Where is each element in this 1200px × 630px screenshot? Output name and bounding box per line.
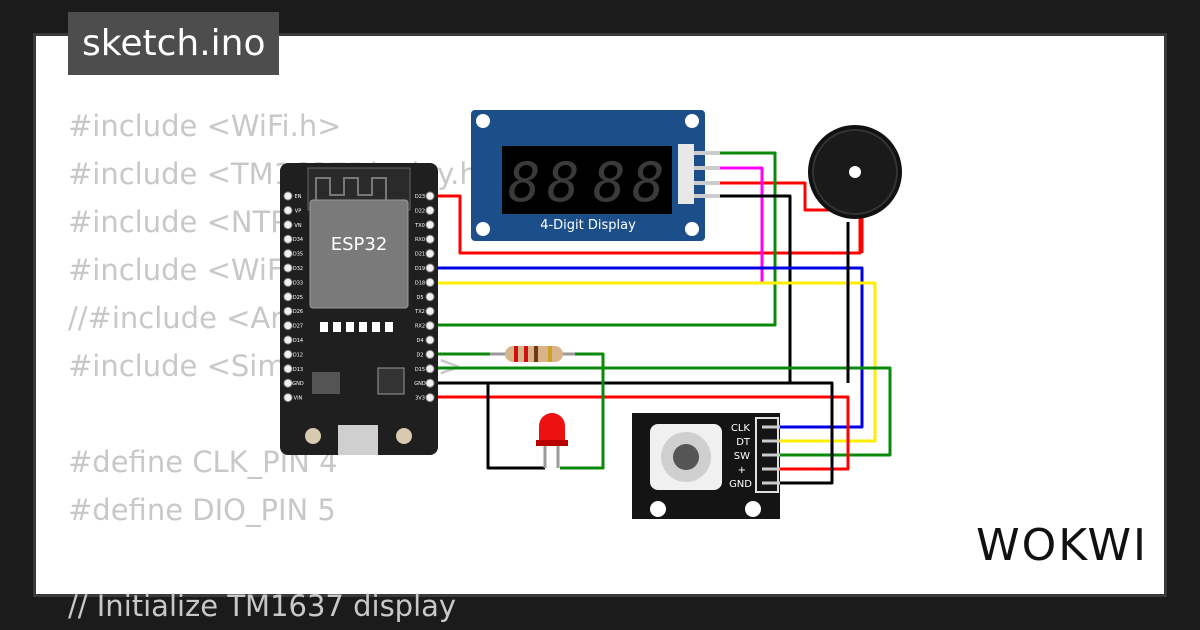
esp32-left-pin-hole[interactable] [283, 378, 293, 388]
esp32-left-pin-hole[interactable] [283, 364, 293, 374]
esp32-left-pin-label: D26 [293, 309, 303, 315]
esp32-right-pin-label: D21 [415, 252, 425, 258]
esp32-left-pin-hole[interactable] [283, 393, 293, 403]
display-label: 4-Digit Display [540, 218, 636, 233]
esp32-right-pin-hole[interactable] [425, 249, 435, 259]
wire-green-display[interactable] [430, 151, 777, 327]
code-line: #include <WiFi.h> [68, 109, 342, 143]
encoder-pin-label: GND [729, 479, 752, 490]
esp32-left-pin-hole[interactable] [283, 220, 293, 230]
esp32-right-pin-hole[interactable] [425, 220, 435, 230]
esp32-left-pin-hole[interactable] [283, 249, 293, 259]
esp32-right-pin-label: D2 [416, 352, 423, 358]
svg-text:8: 8 [547, 151, 580, 214]
wire-green-led[interactable] [560, 352, 605, 470]
esp32-left-pin-label: D32 [293, 266, 303, 272]
esp32-right-pin-hole[interactable] [425, 234, 435, 244]
esp32-left-pin-label: VP [295, 208, 301, 214]
esp32-right-pin-hole[interactable] [425, 335, 435, 345]
code-line: #define DIO_PIN 5 [68, 493, 336, 527]
rotary-encoder[interactable]: CLK DT SW + GND [632, 413, 780, 519]
esp32-left-pin-label: GND [292, 381, 304, 387]
wire-black-encoder[interactable] [430, 381, 834, 485]
encoder-pin-label: SW [734, 451, 750, 462]
esp32-left-pin-hole[interactable] [283, 277, 293, 287]
wire-black-led[interactable] [486, 383, 545, 470]
esp32-right-pin-label: TX2 [414, 309, 425, 315]
esp32-left-pin-label: VIN [294, 396, 303, 402]
wire-red-display[interactable] [430, 181, 862, 255]
esp32-right-pin-hole[interactable] [425, 364, 435, 374]
esp32-right-pin-hole[interactable] [425, 349, 435, 359]
esp32-board[interactable]: ESP32 ENVPVND34D35D32D33D25D26D27D14D12D… [280, 163, 438, 455]
esp32-left-pin-label: D35 [293, 252, 303, 258]
esp32-left-pin-hole[interactable] [283, 263, 293, 273]
wires [430, 151, 892, 485]
wire-green-encoder[interactable] [430, 366, 892, 457]
wire-blue-encoder[interactable] [430, 266, 864, 429]
esp32-left-pin-hole[interactable] [283, 321, 293, 331]
code-line: #define CLK_PIN 4 [68, 445, 338, 479]
esp32-right-pin-label: TX0 [414, 223, 425, 229]
esp32-left-pin-label: D25 [293, 295, 303, 301]
esp32-left-pin-label: EN [295, 194, 302, 200]
esp32-right-pin-label: D22 [415, 208, 425, 214]
esp32-right-pin-hole[interactable] [425, 292, 435, 302]
buzzer[interactable] [808, 125, 902, 219]
esp32-right-pin-hole[interactable] [425, 393, 435, 403]
esp32-right-pin-label: D18 [415, 280, 425, 286]
encoder-pin-label: CLK [731, 423, 751, 434]
esp32-right-pin-label: RX2 [415, 324, 425, 330]
esp32-right-pin-hole[interactable] [425, 263, 435, 273]
file-name-tab[interactable]: sketch.ino [68, 12, 280, 75]
esp32-left-pin-label: D27 [293, 324, 303, 330]
svg-text:8: 8 [632, 151, 665, 214]
esp32-left-pin-hole[interactable] [283, 292, 293, 302]
svg-text:8: 8 [593, 151, 626, 214]
esp32-left-pin-hole[interactable] [283, 306, 293, 316]
esp32-right-pin-hole[interactable] [425, 205, 435, 215]
encoder-pin-label: DT [736, 437, 751, 448]
esp32-left-pin-label: VN [294, 223, 301, 229]
esp32-label: ESP32 [331, 234, 388, 255]
esp32-right-pin-label: D4 [416, 338, 423, 344]
svg-text:8: 8 [508, 151, 541, 214]
esp32-left-pin-hole[interactable] [283, 205, 293, 215]
esp32-left-pin-hole[interactable] [283, 234, 293, 244]
esp32-left-pin-hole[interactable] [283, 349, 293, 359]
esp32-right-pin-label: GND [414, 381, 426, 387]
wire-red-encoder[interactable] [430, 395, 850, 471]
wokwi-logo[interactable]: WOKWI [976, 520, 1148, 571]
esp32-right-pin-hole[interactable] [425, 277, 435, 287]
esp32-right-pin-hole[interactable] [425, 378, 435, 388]
esp32-right-pin-label: RX0 [415, 237, 425, 243]
esp32-right-pin-label: D5 [416, 295, 423, 301]
wire-yellow-encoder[interactable] [430, 281, 877, 443]
esp32-left-pin-label: D34 [293, 237, 303, 243]
esp32-left-pin-label: D33 [293, 280, 303, 286]
code-line: // Initialize TM1637 display [68, 589, 457, 623]
esp32-right-pin-label: D19 [415, 266, 425, 272]
esp32-right-pin-label: D23 [415, 194, 425, 200]
esp32-left-pin-hole[interactable] [283, 191, 293, 201]
esp32-left-pin-label: D13 [293, 367, 303, 373]
esp32-left-pin-label: D14 [293, 338, 303, 344]
encoder-pin-label: + [738, 465, 746, 476]
resistor[interactable] [490, 346, 575, 362]
esp32-right-pin-hole[interactable] [425, 191, 435, 201]
esp32-right-pin-hole[interactable] [425, 321, 435, 331]
esp32-right-pin-label: 3V3 [415, 396, 425, 402]
esp32-left-pin-hole[interactable] [283, 335, 293, 345]
esp32-right-pin-hole[interactable] [425, 306, 435, 316]
led[interactable] [536, 413, 568, 468]
esp32-left-pin-label: D12 [293, 352, 303, 358]
esp32-right-pin-label: D15 [415, 367, 425, 373]
